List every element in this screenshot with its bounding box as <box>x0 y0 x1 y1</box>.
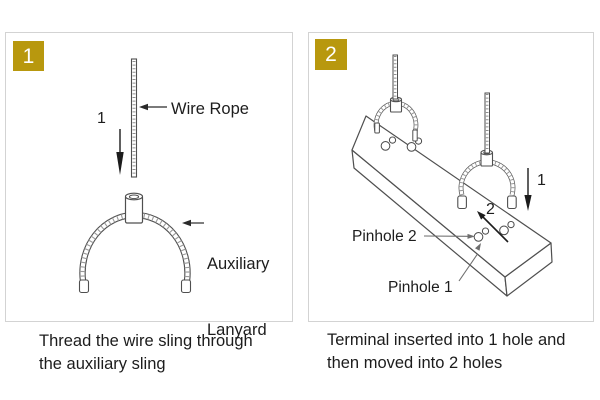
step-1-caption-line1: Thread the wire sling through <box>39 332 253 350</box>
step-1-badge: 1 <box>13 41 44 71</box>
pinhole-1-label: Pinhole 1 <box>388 279 453 296</box>
step-2-caption: Terminal inserted into 1 hole and then m… <box>327 329 565 374</box>
step-1-caption-line2: the auxiliary sling <box>39 354 166 373</box>
auxiliary-lanyard-label-line1: Auxiliary <box>207 255 270 273</box>
step2-move-arrow-number: 2 <box>486 201 495 218</box>
step-2-caption-line1: Terminal inserted into 1 hole and <box>327 331 566 349</box>
step-1-caption: Thread the wire sling through the auxili… <box>39 330 253 375</box>
step1-arrow-number: 1 <box>97 110 106 127</box>
pinhole-2-label: Pinhole 2 <box>352 228 417 245</box>
wire-rope-label: Wire Rope <box>171 100 249 118</box>
step-2-badge: 2 <box>315 39 347 70</box>
auxiliary-lanyard-label-line2: Lanyard <box>207 321 267 339</box>
step-2-caption-line2: then moved into 2 holes <box>327 353 503 372</box>
step2-down-arrow-number: 1 <box>537 172 546 189</box>
auxiliary-lanyard-label: Auxiliary Lanyard <box>207 209 269 385</box>
